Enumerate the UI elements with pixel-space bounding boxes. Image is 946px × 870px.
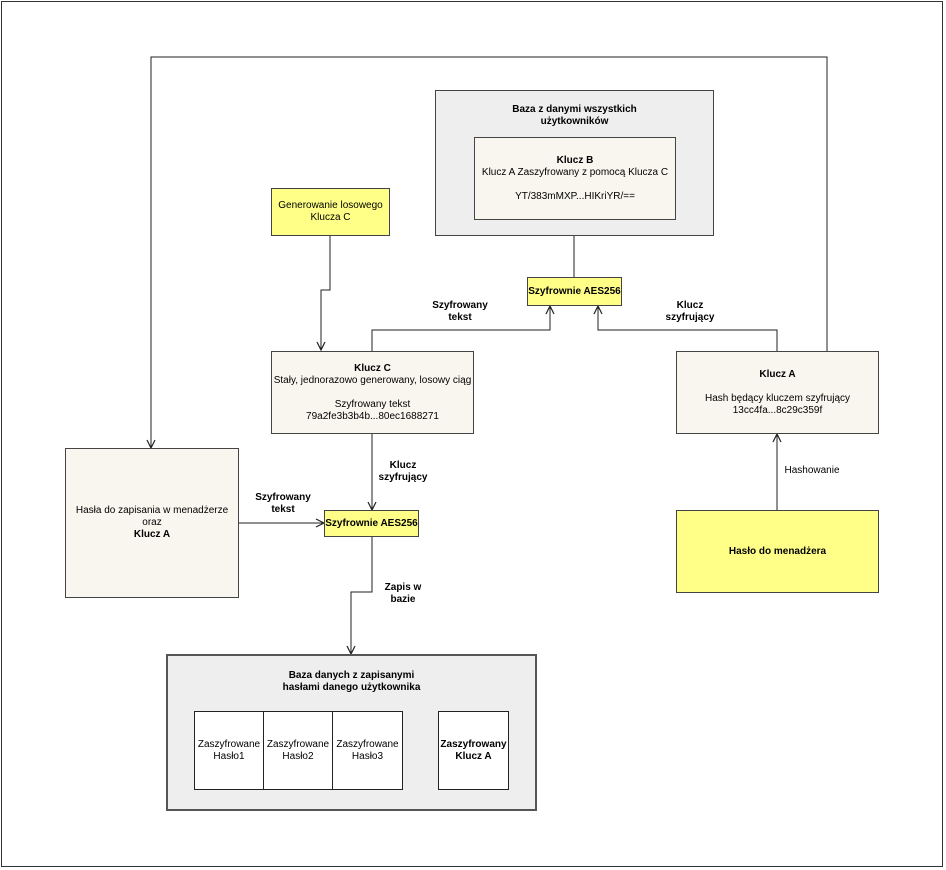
edge-label-line: szyfrujący [378, 472, 428, 483]
master-password-box: Hasło do menadżera [676, 510, 879, 593]
user-db-title-line2: hasłami danego użytkownika [282, 682, 421, 693]
key-b-desc: Klucz A Zaszyfrowany z pomocą Klucza C [481, 166, 669, 178]
edge-label-line: Klucz [389, 460, 417, 471]
cell-1-line1: Zaszyfrowane [197, 738, 261, 750]
edge-gen-to-keyc [321, 236, 331, 350]
edge-keya-to-passwords [151, 56, 828, 448]
edge-label-line: bazie [390, 594, 416, 605]
key-b-box: Klucz B Klucz A Zaszyfrowany z pomocą Kl… [474, 137, 676, 220]
passwords-line2: Klucz A [133, 529, 171, 540]
cell-2-line1: Zaszyfrowane [266, 738, 330, 750]
key-c-sub: Szyfrowany tekst [334, 398, 411, 410]
enc-key-line2: Klucz A [455, 750, 492, 762]
key-a-title: Klucz A [759, 368, 796, 380]
generate-key-c-line2: Klucza C [310, 212, 351, 223]
edge-label-line: tekst [271, 504, 295, 515]
edge-label-line: Klucz [676, 300, 704, 311]
aes256-bottom-label: Szyfrownie AES256 [325, 517, 418, 529]
generate-key-c-box: Generowanie losowego Klucza C [271, 188, 390, 236]
key-a-desc: Hash będący kluczem szyfrujący [704, 392, 851, 404]
cell-3-line1: Zaszyfrowane [336, 738, 399, 750]
edge-label-encryption-key-mid: Klucz szyfrujący [368, 460, 438, 484]
edge-label-line: szyfrujący [665, 312, 715, 323]
edge-keyc-to-aes-top [371, 306, 550, 351]
aes256-top-box: Szyfrownie AES256 [527, 277, 622, 306]
edge-label-line: Szyfrowany [432, 300, 488, 311]
key-b-title: Klucz B [556, 154, 594, 166]
all-users-db-title-line1: Baza z danymi wszystkich [512, 104, 637, 115]
key-b-value: YT/383mMXP...HIKriYR/== [515, 190, 635, 202]
encrypted-password-2: Zaszyfrowane Hasło2 [263, 711, 333, 790]
user-db-title-line1: Baza danych z zapisanymi [288, 670, 415, 681]
cell-2-line2: Hasło2 [282, 750, 314, 762]
aes256-top-label: Szyfrownie AES256 [528, 285, 621, 297]
edge-label-save-db: Zapis w bazie [368, 582, 438, 606]
key-c-title: Klucz C [354, 362, 391, 374]
generate-key-c-line1: Generowanie losowego [278, 200, 383, 211]
edge-label-hashing: Hashowanie [784, 465, 840, 476]
key-c-value: 79a2fe3b3b4b...80ec1688271 [306, 410, 439, 422]
passwords-line1: Hasła do zapisania w menadżerze oraz [75, 505, 229, 528]
enc-key-line1: Zaszyfrowany [440, 738, 507, 750]
master-password-label: Hasło do menadżera [728, 545, 827, 557]
encrypted-password-3: Zaszyfrowane Hasło3 [332, 711, 403, 790]
edge-aes-bottom-to-userdb [351, 537, 373, 654]
encrypted-key-a-cell: Zaszyfrowany Klucz A [438, 711, 509, 790]
cell-3-line2: Hasło3 [351, 750, 384, 762]
edge-label-encrypted-text-top: Szyfrowany tekst [425, 300, 495, 324]
key-a-box: Klucz A Hash będący kluczem szyfrujący 1… [676, 351, 879, 434]
aes256-bottom-box: Szyfrownie AES256 [324, 510, 419, 537]
key-c-desc: Stały, jednorazowo generowany, losowy ci… [273, 374, 472, 386]
edge-label-line: Szyfrowany [255, 492, 311, 503]
encrypted-password-1: Zaszyfrowane Hasło1 [194, 711, 264, 790]
edge-label-encrypted-text-left: Szyfrowany tekst [248, 492, 318, 516]
cell-1-line2: Hasło1 [213, 750, 245, 762]
edge-label-line: tekst [448, 312, 472, 323]
all-users-db-title-line2: użytkowników [540, 116, 609, 127]
key-c-box: Klucz C Stały, jednorazowo generowany, l… [271, 351, 474, 434]
edge-keya-to-aes-top [598, 306, 778, 351]
key-a-value: 13cc4fa...8c29c359f [732, 404, 823, 416]
passwords-to-save-box: Hasła do zapisania w menadżerze oraz Klu… [65, 448, 239, 598]
edge-label-line: Zapis w [384, 582, 422, 593]
edge-label-encryption-key-top: Klucz szyfrujący [655, 300, 725, 324]
